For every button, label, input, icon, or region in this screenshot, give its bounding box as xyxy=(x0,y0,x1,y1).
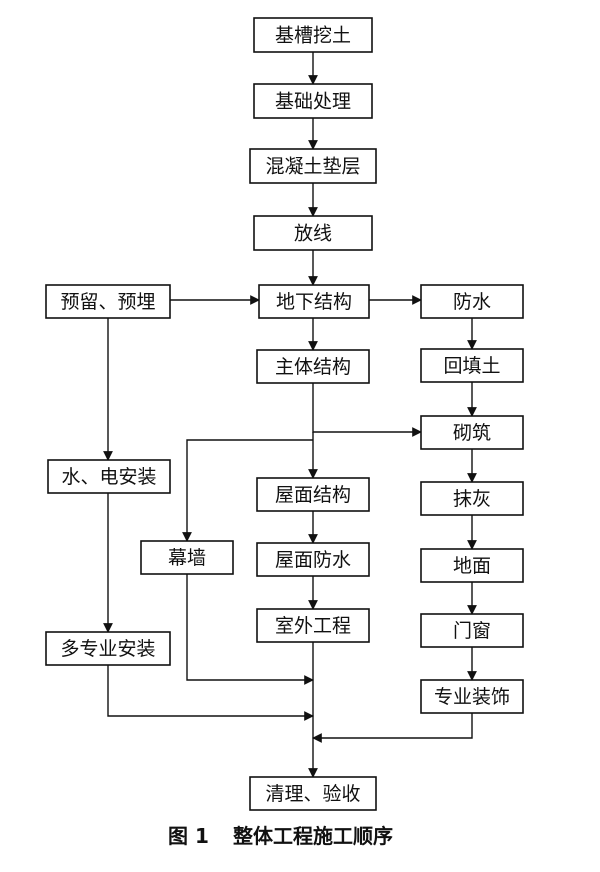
node-label: 幕墙 xyxy=(168,547,206,569)
node-label: 屋面防水 xyxy=(275,549,351,571)
node-box xyxy=(258,284,370,319)
node-box xyxy=(420,679,524,714)
node-decoration: 专业装饰 xyxy=(420,679,524,714)
figure-number: 图 1 xyxy=(168,824,209,848)
node-box xyxy=(256,542,370,577)
node-box xyxy=(420,348,524,383)
node-plastering: 抹灰 xyxy=(420,481,524,516)
node-label: 预留、预埋 xyxy=(60,291,155,313)
node-label: 基础处理 xyxy=(275,91,351,113)
node-embedment: 预留、预埋 xyxy=(45,284,171,319)
node-label: 门窗 xyxy=(453,620,491,642)
node-masonry: 砌筑 xyxy=(420,415,524,450)
node-label: 水、电安装 xyxy=(61,466,156,488)
node-box xyxy=(420,284,524,319)
edge-decoration-to-cleanup xyxy=(312,713,473,743)
node-box xyxy=(45,631,171,666)
node-label: 基槽挖土 xyxy=(275,25,351,47)
node-box xyxy=(256,608,370,643)
node-water-electric: 水、电安装 xyxy=(47,459,171,494)
edge-main_structure-to-masonry xyxy=(312,383,422,437)
node-doors-windows: 门窗 xyxy=(420,613,524,648)
figure-title: 整体工程施工顺序 xyxy=(232,824,393,848)
node-backfill: 回填土 xyxy=(420,348,524,383)
node-box xyxy=(420,613,524,648)
node-box xyxy=(47,459,171,494)
edge-multi_install-to-cleanup xyxy=(107,665,314,721)
edges-layer xyxy=(103,52,477,778)
node-box xyxy=(249,148,377,184)
node-box xyxy=(256,349,370,384)
node-label: 地下结构 xyxy=(276,291,352,313)
node-box xyxy=(253,17,373,53)
edge-main_structure-to-curtain_wall xyxy=(182,439,313,542)
node-label: 屋面结构 xyxy=(275,484,351,506)
node-roof-waterproof: 屋面防水 xyxy=(256,542,370,577)
node-outdoor: 室外工程 xyxy=(256,608,370,643)
node-box xyxy=(253,83,373,119)
node-box xyxy=(45,284,171,319)
node-label: 多专业安装 xyxy=(60,638,155,660)
node-concrete-cushion: 混凝土垫层 xyxy=(249,148,377,184)
node-box xyxy=(253,215,373,251)
node-label: 清理、验收 xyxy=(265,783,360,805)
node-label: 防水 xyxy=(453,291,491,313)
node-waterproof: 防水 xyxy=(420,284,524,319)
node-label: 放线 xyxy=(294,223,332,245)
node-curtain-wall: 幕墙 xyxy=(140,540,234,575)
node-foundation: 基础处理 xyxy=(253,83,373,119)
node-setting-out: 放线 xyxy=(253,215,373,251)
node-label: 地面 xyxy=(453,555,491,577)
node-label: 回填土 xyxy=(443,355,500,377)
node-box xyxy=(140,540,234,575)
edge-curtain_wall-to-cleanup xyxy=(186,574,314,685)
node-box xyxy=(256,477,370,512)
node-multi-install: 多专业安装 xyxy=(45,631,171,666)
node-box xyxy=(420,548,524,583)
node-label: 抹灰 xyxy=(453,488,491,510)
node-label: 砌筑 xyxy=(453,422,491,444)
node-roof-structure: 屋面结构 xyxy=(256,477,370,512)
node-label: 室外工程 xyxy=(275,615,351,637)
caption: 图 1 整体工程施工顺序 xyxy=(168,824,393,848)
node-floor: 地面 xyxy=(420,548,524,583)
node-underground: 地下结构 xyxy=(258,284,370,319)
node-box xyxy=(420,481,524,516)
node-cleanup: 清理、验收 xyxy=(249,776,377,811)
node-box xyxy=(420,415,524,450)
node-main-structure: 主体结构 xyxy=(256,349,370,384)
node-label: 混凝土垫层 xyxy=(265,156,360,178)
node-excavation: 基槽挖土 xyxy=(253,17,373,53)
node-label: 主体结构 xyxy=(275,356,351,378)
node-box xyxy=(249,776,377,811)
node-label: 专业装饰 xyxy=(434,686,510,708)
